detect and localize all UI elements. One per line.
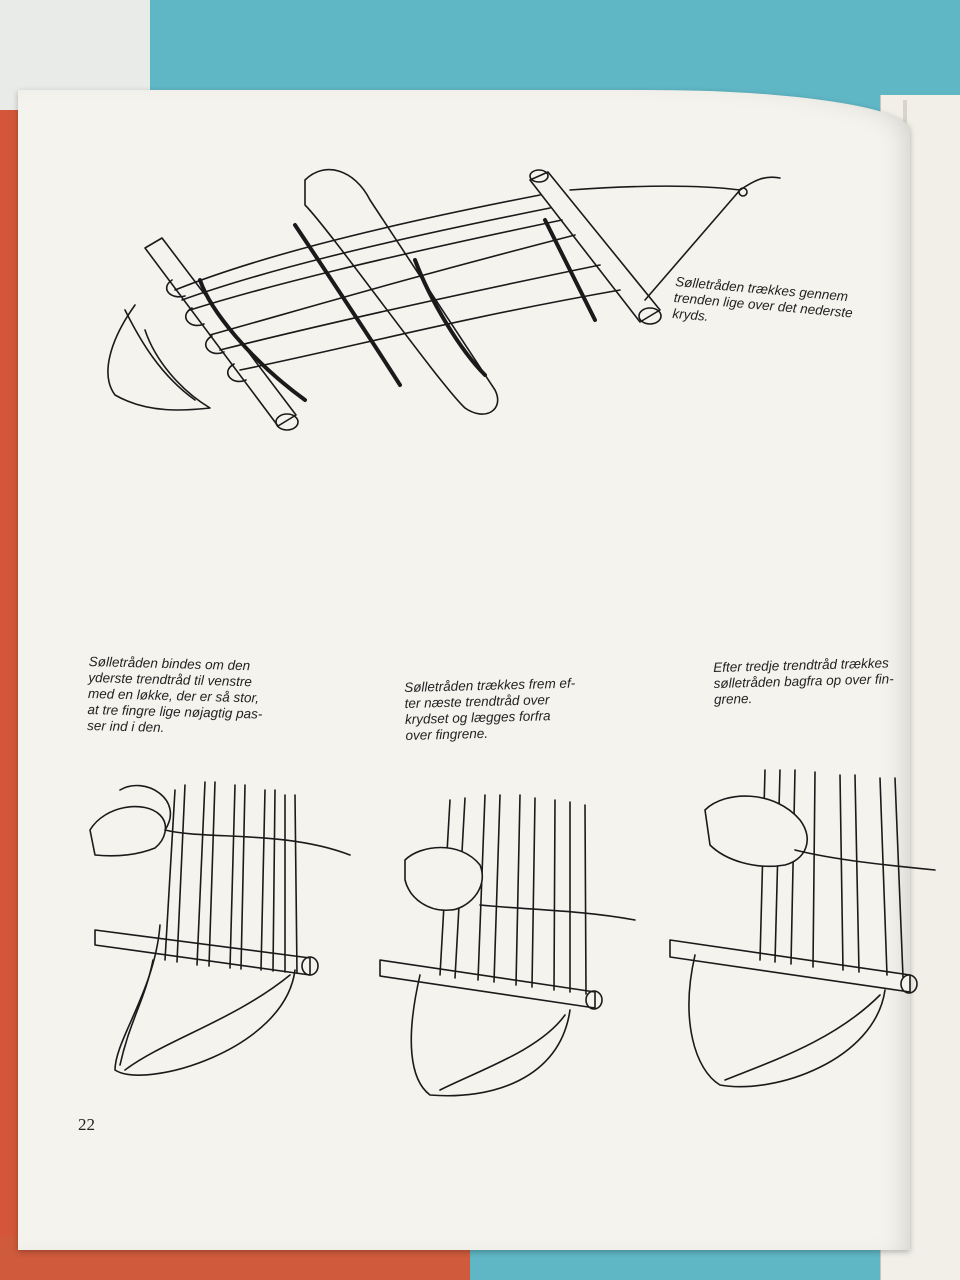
page-number: 22 [78,1115,95,1134]
caption-middle: Sølletråden trækkes frem ef- ter næste t… [404,675,576,743]
book-page [18,90,910,1250]
thread-forward-illustration [379,794,636,1097]
loop-tying-illustration [89,781,351,1076]
caption-left: Sølletråden bindes om den yderste trendt… [86,654,263,735]
thread-over-fingers-illustration [669,769,936,1088]
warp-shed-illustration [107,168,781,431]
caption-right: Efter tredje trendtråd trækkes sølletråd… [713,655,894,707]
